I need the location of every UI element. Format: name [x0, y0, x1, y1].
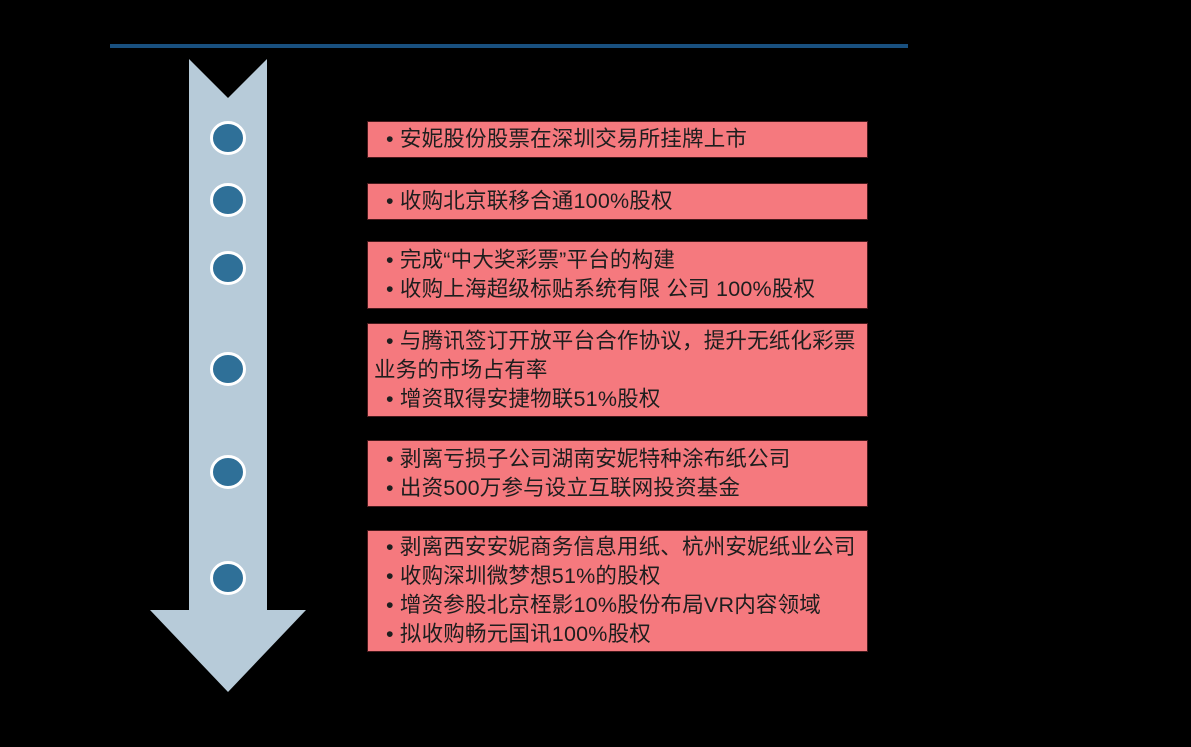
- timeline-node-icon: [210, 251, 246, 285]
- milestone-bullet-text: • 增资参股北京桎影10%股份布局VR内容领域: [386, 593, 822, 617]
- milestone-bullet-text: • 收购深圳微梦想51%的股权: [386, 564, 661, 588]
- top-divider-line: [110, 44, 908, 48]
- timeline-node-icon: [210, 352, 246, 386]
- milestone-box: • 收购北京联移合通100%股权: [367, 183, 868, 220]
- milestone-bullet-text: • 安妮股份股票在深圳交易所挂牌上市: [386, 127, 748, 151]
- timeline-node-icon: [210, 121, 246, 155]
- timeline-node-icon: [210, 561, 246, 595]
- timeline-node-icon: [210, 183, 246, 217]
- milestone-bullet-text: • 与腾讯签订开放平台合作协议，提升无纸化彩票业务的市场占有率: [374, 328, 856, 382]
- milestone-bullet-text: • 增资取得安捷物联51%股权: [386, 386, 661, 411]
- milestone-bullet-text: • 收购北京联移合通100%股权: [386, 189, 673, 213]
- milestone-bullet-text: • 剥离西安安妮商务信息用纸、杭州安妮纸业公司: [386, 535, 856, 559]
- milestone-bullet-text: • 拟收购畅元国讯100%股权: [386, 622, 651, 646]
- milestone-box: • 完成“中大奖彩票”平台的构建 • 收购上海超级标贴系统有限 公司 100%股权: [367, 241, 868, 309]
- milestone-bullet-text: • 完成“中大奖彩票”平台的构建: [386, 248, 676, 272]
- milestone-box: • 剥离亏损子公司湖南安妮特种涂布纸公司 • 出资500万参与设立互联网投资基金: [367, 440, 868, 507]
- timeline-node-icon: [210, 455, 246, 489]
- milestone-bullet-text: • 出资500万参与设立互联网投资基金: [386, 475, 741, 500]
- milestone-box: • 与腾讯签订开放平台合作协议，提升无纸化彩票业务的市场占有率 • 增资取得安捷物…: [367, 323, 868, 417]
- milestone-bullet-text: • 收购上海超级标贴系统有限 公司 100%股权: [386, 277, 816, 301]
- milestone-box: • 安妮股份股票在深圳交易所挂牌上市: [367, 121, 868, 158]
- milestone-box: • 剥离西安安妮商务信息用纸、杭州安妮纸业公司 • 收购深圳微梦想51%的股权 • …: [367, 530, 868, 652]
- timeline-nodes: [210, 121, 246, 595]
- milestone-bullet-text: • 剥离亏损子公司湖南安妮特种涂布纸公司: [386, 446, 791, 471]
